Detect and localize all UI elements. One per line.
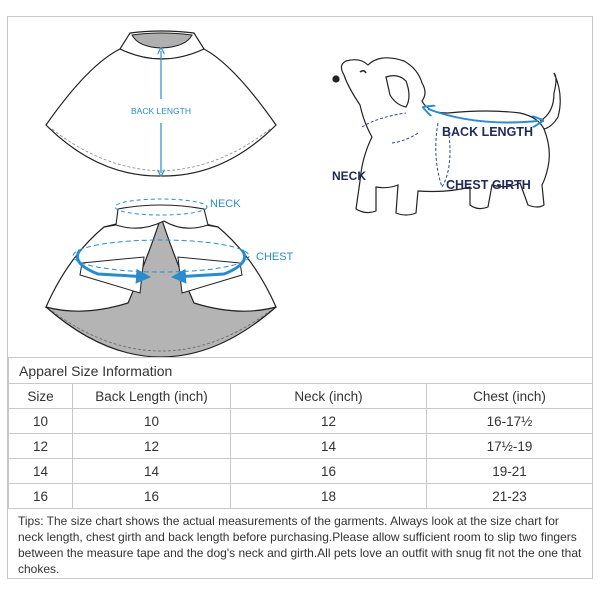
cell-back-length: 14: [72, 458, 231, 484]
table-title: Apparel Size Information: [8, 357, 593, 384]
table-header-row: Size Back Length (inch) Neck (inch) Ches…: [8, 383, 593, 409]
dog-illustration-icon: [332, 57, 561, 216]
cell-neck: 18: [230, 483, 427, 509]
cape-front-view-icon: [45, 198, 277, 358]
table-row: 12 12 14 17½-19: [8, 433, 593, 459]
cape-neck-label: NECK: [210, 198, 241, 210]
cell-chest: 19-21: [426, 458, 593, 484]
tips-text: Tips: The size chart shows the actual me…: [18, 514, 582, 576]
table-row: 14 14 16 19-21: [8, 458, 593, 484]
dog-chest-girth-label: CHEST GIRTH: [446, 178, 531, 192]
cell-chest: 21-23: [426, 483, 593, 509]
cell-chest: 17½-19: [426, 433, 593, 459]
header-back-length: Back Length (inch): [72, 383, 231, 409]
cell-neck: 12: [230, 408, 427, 434]
header-chest: Chest (inch): [426, 383, 593, 409]
header-neck: Neck (inch): [230, 383, 427, 409]
header-size: Size: [8, 383, 73, 409]
dog-back-length-label: BACK LENGTH: [442, 125, 533, 139]
cape-back-view-icon: [45, 30, 277, 177]
cell-back-length: 12: [72, 433, 231, 459]
cell-size: 14: [8, 458, 73, 484]
table-row: 10 10 12 16-17½: [8, 408, 593, 434]
cell-chest: 16-17½: [426, 408, 593, 434]
table-row: 16 16 18 21-23: [8, 483, 593, 509]
size-table: Apparel Size Information Size Back Lengt…: [8, 357, 593, 509]
dog-neck-label: NECK: [332, 169, 366, 183]
cape-chest-label: CHEST: [256, 251, 294, 263]
size-table-container: Apparel Size Information Size Back Lengt…: [8, 357, 593, 509]
size-chart-frame: BACK LENGTH NECK CHEST B: [7, 16, 593, 579]
illustration-area: BACK LENGTH NECK CHEST B: [45, 30, 561, 358]
cell-size: 16: [8, 483, 73, 509]
cape-back-length-label: BACK LENGTH: [131, 106, 191, 116]
cell-neck: 14: [230, 433, 427, 459]
cell-back-length: 16: [72, 483, 231, 509]
cell-size: 10: [8, 408, 73, 434]
cell-neck: 16: [230, 458, 427, 484]
cell-size: 12: [8, 433, 73, 459]
table-title-row: Apparel Size Information: [8, 357, 593, 384]
cell-back-length: 10: [72, 408, 231, 434]
